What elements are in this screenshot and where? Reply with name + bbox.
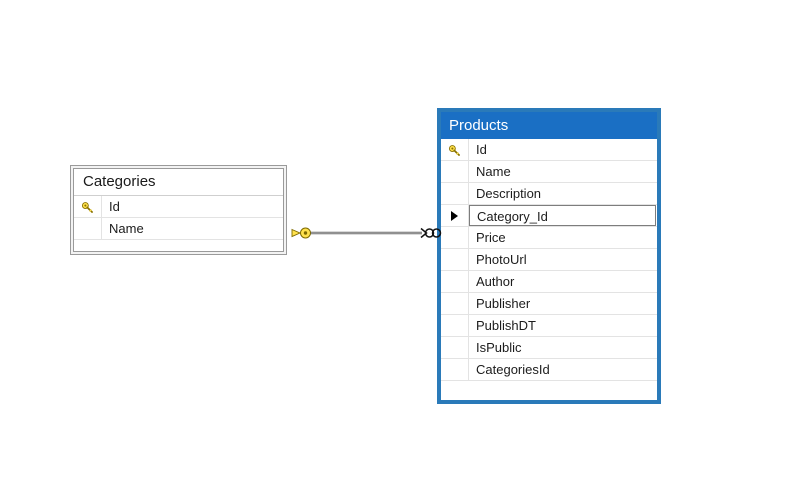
column-name[interactable]: IsPublic xyxy=(476,340,522,355)
row-gutter xyxy=(441,205,469,226)
table-row[interactable]: PublishDT xyxy=(441,315,657,337)
table-row-selected[interactable]: Category_Id xyxy=(441,205,657,227)
row-gutter xyxy=(441,227,469,248)
row-gutter xyxy=(441,337,469,358)
table-row[interactable]: Name xyxy=(441,161,657,183)
relationship-one-key-icon xyxy=(291,227,311,239)
column-name[interactable]: Price xyxy=(476,230,506,245)
column-name[interactable]: CategoriesId xyxy=(476,362,550,377)
entity-products-columns: Id Name Description Category_Id xyxy=(441,139,657,403)
current-row-arrow-icon xyxy=(451,210,458,221)
table-row[interactable]: Id xyxy=(74,196,283,218)
table-row[interactable]: PhotoUrl xyxy=(441,249,657,271)
entity-products-title[interactable]: Products xyxy=(441,112,657,139)
table-row[interactable]: CategoriesId xyxy=(441,359,657,381)
entity-categories-body: Categories Id xyxy=(73,168,284,252)
column-name[interactable]: PhotoUrl xyxy=(476,252,527,267)
entity-categories[interactable]: Categories Id xyxy=(70,165,287,255)
table-row[interactable]: Publisher xyxy=(441,293,657,315)
table-row[interactable]: Price xyxy=(441,227,657,249)
row-gutter xyxy=(441,271,469,292)
table-row[interactable]: Id xyxy=(441,139,657,161)
row-gutter xyxy=(441,249,469,270)
row-gutter xyxy=(441,139,469,160)
row-gutter xyxy=(441,359,469,380)
table-row[interactable]: Author xyxy=(441,271,657,293)
row-gutter xyxy=(74,218,102,239)
column-name[interactable]: Author xyxy=(476,274,515,289)
column-name[interactable]: Name xyxy=(109,221,144,236)
table-row[interactable]: Name xyxy=(74,218,283,240)
column-name[interactable]: Description xyxy=(476,186,542,201)
column-name[interactable] xyxy=(469,381,657,403)
row-gutter xyxy=(441,315,469,336)
column-name[interactable]: Id xyxy=(476,142,487,157)
table-row-blank[interactable] xyxy=(74,240,283,262)
primary-key-icon xyxy=(448,143,462,157)
entity-categories-columns: Id Name xyxy=(74,195,283,262)
row-gutter xyxy=(441,161,469,182)
table-row[interactable]: IsPublic xyxy=(441,337,657,359)
column-name[interactable] xyxy=(102,240,283,262)
row-gutter xyxy=(441,293,469,314)
column-name[interactable]: Id xyxy=(109,199,120,214)
row-gutter xyxy=(74,240,102,262)
entity-products[interactable]: Products Id xyxy=(437,108,661,404)
column-name[interactable]: PublishDT xyxy=(476,318,536,333)
entity-products-body: Products Id xyxy=(441,112,657,400)
row-gutter xyxy=(441,381,469,403)
column-name[interactable]: Name xyxy=(476,164,511,179)
primary-key-icon xyxy=(81,200,95,214)
column-name[interactable]: Publisher xyxy=(476,296,531,311)
row-gutter xyxy=(74,196,102,217)
table-row-blank[interactable] xyxy=(441,381,657,403)
table-row[interactable]: Description xyxy=(441,183,657,205)
entity-categories-title[interactable]: Categories xyxy=(74,169,283,195)
column-name[interactable]: Category_Id xyxy=(469,205,656,226)
row-gutter xyxy=(441,183,469,204)
